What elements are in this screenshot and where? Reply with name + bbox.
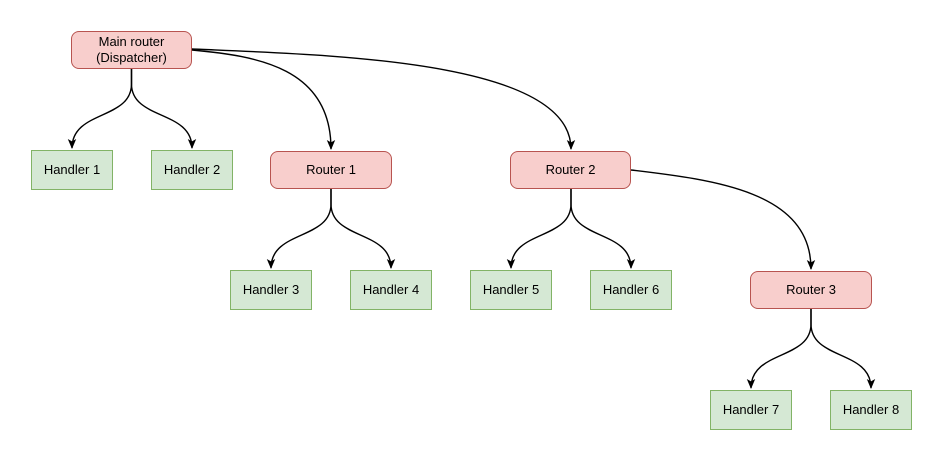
node-router-3: Router 3 bbox=[750, 271, 872, 309]
edge-router-1-to-handler-4 bbox=[330, 189, 396, 269]
node-handler-8: Handler 8 bbox=[830, 390, 912, 430]
node-handler-6: Handler 6 bbox=[590, 270, 672, 310]
node-router-2: Router 2 bbox=[510, 151, 631, 189]
node-handler-3: Handler 3 bbox=[230, 270, 312, 310]
node-main-router-label: Main router (Dispatcher) bbox=[96, 34, 167, 65]
node-handler-2: Handler 2 bbox=[151, 150, 233, 190]
edge-main-router-to-router-1 bbox=[191, 49, 336, 150]
node-router-2-label: Router 2 bbox=[545, 162, 596, 178]
edge-main-router-to-handler-2 bbox=[130, 69, 197, 149]
edge-router-2-to-handler-5 bbox=[506, 189, 572, 269]
node-handler-3-label: Handler 3 bbox=[242, 282, 300, 298]
edge-router-2-to-router-3 bbox=[630, 169, 816, 270]
node-handler-1: Handler 1 bbox=[31, 150, 113, 190]
node-handler-5-label: Handler 5 bbox=[482, 282, 540, 298]
node-handler-7: Handler 7 bbox=[710, 390, 792, 430]
edge-router-1-to-handler-3 bbox=[266, 189, 332, 269]
node-handler-7-label: Handler 7 bbox=[722, 402, 780, 418]
node-handler-2-label: Handler 2 bbox=[163, 162, 221, 178]
edge-router-3-to-handler-8 bbox=[810, 309, 876, 389]
node-handler-4-label: Handler 4 bbox=[362, 282, 420, 298]
node-handler-1-label: Handler 1 bbox=[43, 162, 101, 178]
edge-main-router-to-router-2 bbox=[191, 48, 576, 150]
node-router-3-label: Router 3 bbox=[786, 282, 836, 298]
node-handler-5: Handler 5 bbox=[470, 270, 552, 310]
node-handler-8-label: Handler 8 bbox=[842, 402, 900, 418]
edge-router-2-to-handler-6 bbox=[570, 189, 636, 269]
node-router-1: Router 1 bbox=[270, 151, 392, 189]
node-handler-4: Handler 4 bbox=[350, 270, 432, 310]
edge-main-router-to-handler-1 bbox=[67, 69, 133, 149]
edge-router-3-to-handler-7 bbox=[746, 309, 812, 389]
node-main-router: Main router (Dispatcher) bbox=[71, 31, 192, 69]
node-handler-6-label: Handler 6 bbox=[602, 282, 660, 298]
node-router-1-label: Router 1 bbox=[306, 162, 356, 178]
